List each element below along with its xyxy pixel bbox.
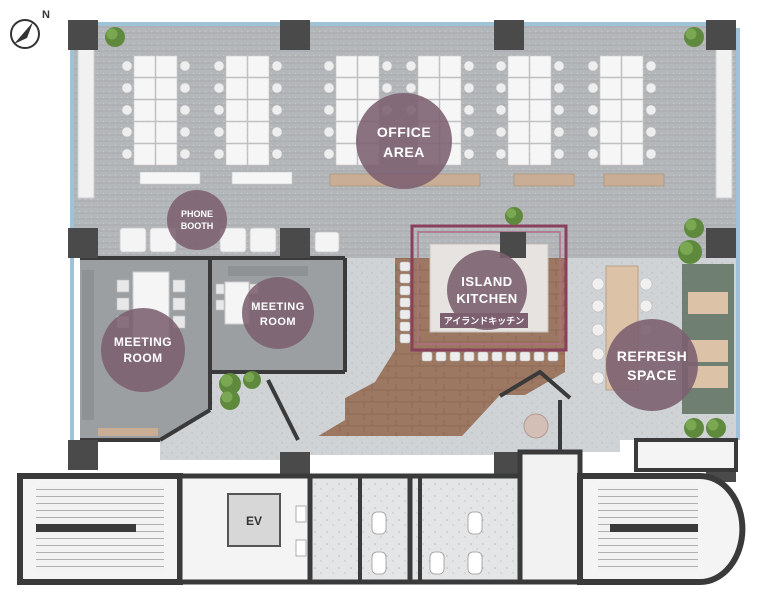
chair-icon bbox=[495, 104, 507, 116]
meeting-room-b-label: MEETING ROOM bbox=[242, 277, 314, 349]
chair-icon bbox=[405, 82, 417, 94]
chair-icon bbox=[323, 60, 335, 72]
refresh-space-title-2: SPACE bbox=[627, 367, 677, 383]
chair-icon bbox=[271, 82, 283, 94]
chair-icon bbox=[381, 82, 393, 94]
chair-icon bbox=[495, 126, 507, 138]
chair-icon bbox=[213, 148, 225, 160]
chair-icon bbox=[587, 126, 599, 138]
refresh-space-title-1: REFRESH bbox=[617, 348, 687, 364]
plant-icon bbox=[220, 390, 240, 410]
chair-icon bbox=[271, 148, 283, 160]
chair-icon bbox=[553, 104, 565, 116]
desk-icon bbox=[121, 55, 201, 185]
chair-icon bbox=[645, 60, 657, 72]
office-area-title-1: OFFICE bbox=[377, 124, 431, 140]
plant-icon bbox=[684, 218, 704, 238]
chair-icon bbox=[121, 60, 133, 72]
meeting-room-a-title-1: MEETING bbox=[114, 335, 172, 349]
chair-icon bbox=[213, 82, 225, 94]
desk-icon bbox=[587, 55, 657, 166]
elevator-label: EV bbox=[246, 514, 262, 528]
chair-icon bbox=[213, 104, 225, 116]
chair-icon bbox=[587, 82, 599, 94]
chair-icon bbox=[323, 126, 335, 138]
office-area-label: OFFICE AREA bbox=[356, 93, 452, 189]
plant-icon bbox=[219, 373, 241, 395]
toilet-icon bbox=[295, 505, 483, 575]
window-bench-left bbox=[77, 47, 95, 199]
chair-icon bbox=[179, 104, 191, 116]
plant-icon bbox=[505, 207, 523, 225]
chair-icon bbox=[179, 82, 191, 94]
chair-icon bbox=[213, 60, 225, 72]
plant-icon bbox=[678, 240, 702, 264]
chair-icon bbox=[179, 126, 191, 138]
meeting-room-b-title-1: MEETING bbox=[251, 301, 305, 313]
desk-icon bbox=[495, 55, 565, 166]
compass-north: N bbox=[42, 9, 50, 21]
chair-icon bbox=[463, 60, 475, 72]
chair-icon bbox=[323, 148, 335, 160]
chair-icon bbox=[645, 104, 657, 116]
chair-icon bbox=[645, 126, 657, 138]
meeting-room-b-title-2: ROOM bbox=[260, 316, 296, 328]
island-kitchen-subtitle: アイランドキッチン bbox=[444, 316, 525, 326]
plant-icon bbox=[243, 371, 261, 389]
core-block bbox=[17, 438, 746, 585]
meeting-room-a-label: MEETING ROOM bbox=[101, 308, 185, 392]
chair-icon bbox=[179, 148, 191, 160]
chair-icon bbox=[271, 126, 283, 138]
island-kitchen-title-2: KITCHEN bbox=[456, 291, 517, 306]
desk-icon bbox=[213, 55, 293, 185]
chair-icon bbox=[587, 148, 599, 160]
chair-icon bbox=[495, 148, 507, 160]
chair-icon bbox=[553, 82, 565, 94]
chair-icon bbox=[553, 60, 565, 72]
plant-icon bbox=[684, 27, 704, 47]
chair-icon bbox=[213, 126, 225, 138]
compass-icon: N bbox=[10, 9, 50, 49]
chair-icon bbox=[179, 60, 191, 72]
booth-seats bbox=[119, 227, 340, 253]
chair-icon bbox=[645, 82, 657, 94]
island-kitchen-title-1: ISLAND bbox=[461, 274, 512, 289]
meeting-room-b-furniture bbox=[215, 266, 308, 325]
office-area-title-2: AREA bbox=[383, 144, 425, 160]
chair-icon bbox=[121, 82, 133, 94]
plants bbox=[105, 27, 726, 438]
phone-booth-title-2: BOOTH bbox=[181, 221, 214, 231]
chair-icon bbox=[463, 104, 475, 116]
chair-icon bbox=[323, 82, 335, 94]
plant-icon bbox=[105, 27, 125, 47]
window-bench-right bbox=[715, 47, 733, 199]
meeting-room-a-title-2: ROOM bbox=[123, 351, 162, 365]
phone-booth-label: PHONE BOOTH bbox=[167, 190, 227, 250]
plant-icon bbox=[684, 418, 704, 438]
chair-icon bbox=[323, 104, 335, 116]
chair-icon bbox=[645, 148, 657, 160]
chair-icon bbox=[121, 126, 133, 138]
chair-icon bbox=[587, 60, 599, 72]
chair-icon bbox=[463, 148, 475, 160]
chair-icon bbox=[587, 104, 599, 116]
refresh-space-label: REFRESH SPACE bbox=[606, 319, 698, 411]
chair-icon bbox=[463, 82, 475, 94]
chair-icon bbox=[463, 126, 475, 138]
chair-icon bbox=[121, 148, 133, 160]
chair-icon bbox=[271, 104, 283, 116]
elevator-icon bbox=[227, 493, 281, 547]
chair-icon bbox=[553, 126, 565, 138]
chair-icon bbox=[121, 104, 133, 116]
chair-icon bbox=[405, 60, 417, 72]
plant-icon bbox=[706, 418, 726, 438]
chair-icon bbox=[495, 82, 507, 94]
phone-booth-title-1: PHONE bbox=[181, 209, 213, 219]
chair-icon bbox=[495, 60, 507, 72]
island-kitchen-label: ISLAND KITCHEN アイランドキッチン bbox=[440, 250, 528, 330]
chair-icon bbox=[553, 148, 565, 160]
chair-icon bbox=[381, 60, 393, 72]
chair-icon bbox=[271, 60, 283, 72]
